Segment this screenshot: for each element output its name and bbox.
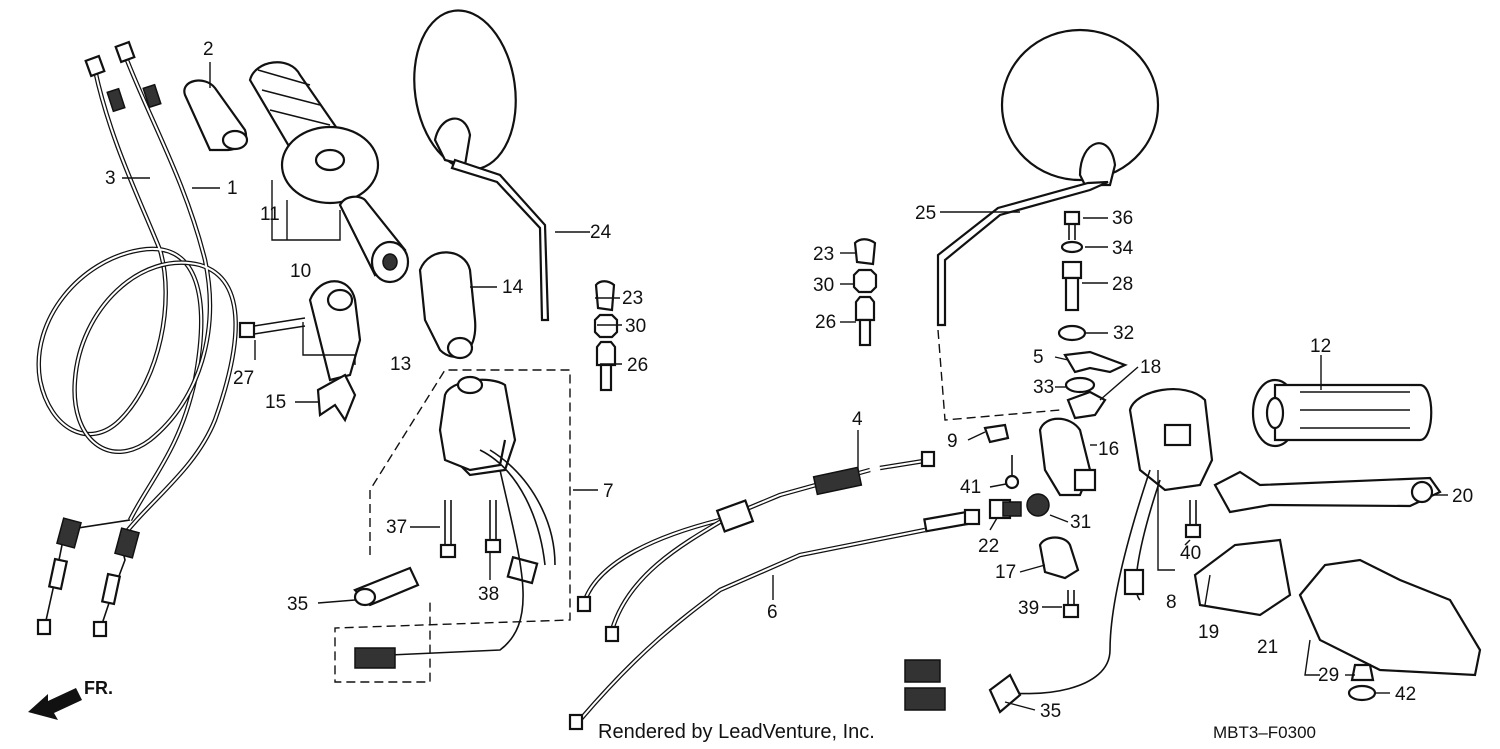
callout-23-right: 23	[813, 244, 834, 265]
bolt-36[interactable]	[1063, 210, 1081, 240]
holder-18[interactable]	[1066, 390, 1107, 420]
callout-32: 32	[1113, 323, 1134, 344]
callout-36: 36	[1112, 208, 1133, 229]
hand-guard-mount-19[interactable]	[1193, 538, 1292, 617]
callout-39: 39	[1018, 598, 1039, 619]
washer-32[interactable]	[1057, 324, 1087, 342]
lever-bracket-5[interactable]	[1063, 350, 1128, 374]
callout-41: 41	[960, 477, 981, 498]
callout-35-right: 35	[1040, 701, 1061, 722]
grip-12[interactable]	[1251, 378, 1433, 448]
callout-4: 4	[852, 409, 863, 430]
clutch-cable-4[interactable]	[576, 450, 936, 643]
left-switch-housing-7[interactable]	[354, 375, 556, 669]
adapter-set-right[interactable]	[852, 238, 878, 347]
callout-6: 6	[767, 602, 778, 623]
clamp-band-35[interactable]	[353, 566, 420, 607]
callout-8: 8	[1166, 592, 1177, 613]
callout-25: 25	[915, 203, 936, 224]
nut-42[interactable]	[1347, 684, 1377, 702]
throttle-housing-cover-14[interactable]	[418, 251, 477, 360]
cable-guide-15[interactable]	[316, 373, 357, 423]
callout-28: 28	[1112, 274, 1133, 295]
clamp-band-35-right[interactable]	[988, 673, 1022, 714]
callout-31: 31	[1070, 512, 1091, 533]
callout-21: 21	[1257, 637, 1278, 658]
callout-12: 12	[1310, 336, 1331, 357]
leader-lines	[122, 62, 1448, 711]
callout-19: 19	[1198, 622, 1219, 643]
callout-26-left: 26	[627, 355, 648, 376]
screw-40[interactable]	[1184, 500, 1202, 539]
mirror-left-24[interactable]	[404, 4, 550, 322]
callout-10: 10	[290, 261, 311, 282]
mirror-right-25[interactable]	[936, 28, 1160, 327]
callout-42: 42	[1395, 684, 1416, 705]
clamp-17[interactable]	[1038, 536, 1080, 580]
diagram-code: MBT3–F0300	[1213, 723, 1316, 742]
screw-39[interactable]	[1062, 590, 1080, 619]
callout-1: 1	[227, 178, 238, 199]
callout-22: 22	[978, 536, 999, 557]
front-direction-arrow: FR.	[28, 678, 113, 720]
collar-29[interactable]	[1350, 663, 1375, 682]
nut-31[interactable]	[1026, 493, 1050, 517]
callout-13: 13	[390, 354, 411, 375]
callout-38: 38	[478, 584, 499, 605]
callout-23-left: 23	[622, 288, 643, 309]
callout-2: 2	[203, 39, 214, 60]
callout-29: 29	[1318, 665, 1339, 686]
callout-24: 24	[590, 222, 612, 243]
screw-38[interactable]	[484, 500, 502, 554]
adjuster-22[interactable]	[988, 498, 1022, 520]
collar-28[interactable]	[1061, 260, 1083, 312]
mirror-mount-leader	[937, 329, 1061, 421]
hand-guard-21[interactable]	[1298, 558, 1482, 677]
callout-30-right: 30	[813, 275, 834, 296]
screw-37[interactable]	[439, 500, 457, 559]
callout-16: 16	[1098, 439, 1119, 460]
callout-14: 14	[502, 277, 524, 298]
right-switch-housing-8[interactable]	[904, 388, 1214, 711]
callout-27: 27	[233, 368, 254, 389]
switch-assembly-outline	[334, 369, 571, 683]
callout-34: 34	[1112, 238, 1134, 259]
fr-label: FR.	[84, 678, 113, 698]
callout-15: 15	[265, 392, 286, 413]
throttle-cables[interactable]	[36, 40, 238, 638]
callout-17: 17	[995, 562, 1016, 583]
footer-credit: Rendered by LeadVenture, Inc.	[598, 721, 875, 743]
callout-18: 18	[1140, 357, 1161, 378]
lever-20[interactable]	[1213, 470, 1442, 514]
callout-30-left: 30	[625, 316, 646, 337]
clutch-cable-6[interactable]	[568, 508, 981, 731]
callout-labels: 1 2 3 4 5 6 7 8 9 10 11 12 13 14 15 16 1…	[105, 39, 1473, 722]
callout-40: 40	[1180, 543, 1201, 564]
callout-37: 37	[386, 517, 407, 538]
throttle-grip-11[interactable]	[248, 61, 380, 205]
callout-33: 33	[1033, 377, 1054, 398]
callout-26-right: 26	[815, 312, 836, 333]
washer-34[interactable]	[1060, 240, 1084, 254]
callout-9: 9	[947, 431, 958, 452]
callout-20: 20	[1452, 486, 1473, 507]
adapter-set-left[interactable]	[593, 280, 619, 392]
callout-5: 5	[1033, 347, 1044, 368]
switch-9[interactable]	[983, 423, 1010, 444]
callout-3: 3	[105, 168, 116, 189]
screw-41[interactable]	[1004, 455, 1020, 490]
spacer-33[interactable]	[1064, 376, 1096, 394]
screw-27[interactable]	[238, 317, 306, 339]
callout-7: 7	[603, 481, 614, 502]
throttle-housing-13[interactable]	[308, 280, 362, 382]
throttle-tube-10[interactable]	[338, 195, 410, 284]
callout-11: 11	[260, 204, 280, 225]
callout-35-left: 35	[287, 594, 308, 615]
grip-sleeve-2[interactable]	[183, 79, 249, 152]
